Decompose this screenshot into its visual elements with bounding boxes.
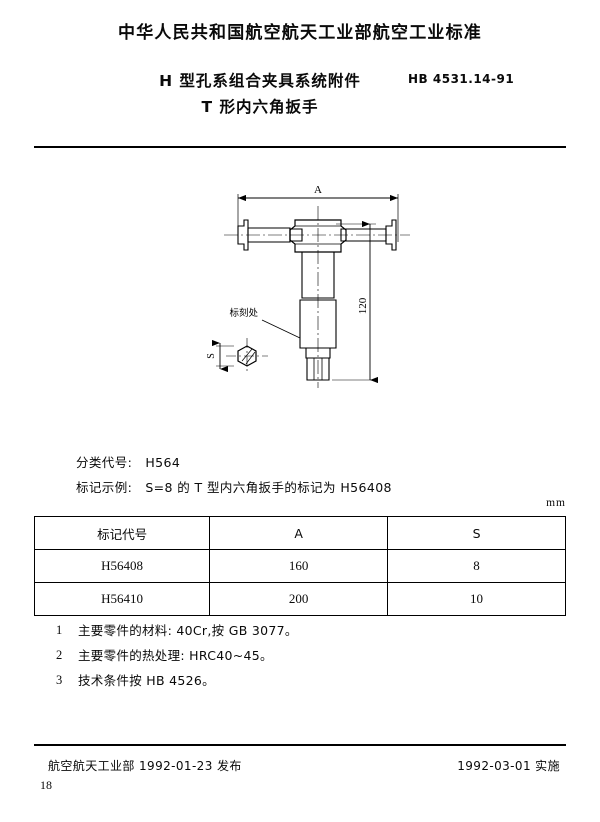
- table-row: H56410 200 10: [33, 582, 566, 616]
- note-number: 1: [56, 623, 63, 637]
- notes-list: 1 主要零件的材料: 40Cr,按 GB 3077。 2 主要零件的热处理: H…: [56, 618, 496, 693]
- svg-text:A: A: [314, 184, 322, 196]
- technical-drawing: A: [190, 180, 440, 410]
- note-text: 主要零件的热处理: HRC40~45。: [78, 648, 273, 663]
- standard-number: HB 4531.14-91: [408, 72, 515, 86]
- svg-text:标刻处: 标刻处: [229, 307, 258, 319]
- svg-text:120: 120: [357, 297, 369, 314]
- note-item: 1 主要零件的材料: 40Cr,按 GB 3077。: [56, 618, 496, 643]
- cell-mark-code: H56410: [33, 582, 211, 616]
- note-text: 主要零件的材料: 40Cr,按 GB 3077。: [78, 623, 298, 638]
- table-header-a: A: [209, 516, 389, 550]
- cell-s: 10: [387, 582, 566, 616]
- footer-issuer: 航空航天工业部 1992-01-23 发布: [48, 759, 242, 773]
- note-number: 3: [56, 673, 63, 687]
- page-number: 18: [40, 778, 52, 792]
- classification-code-label: 分类代号:: [76, 455, 133, 470]
- footer-divider: [34, 744, 566, 746]
- cell-a: 160: [209, 549, 389, 583]
- svg-text:S: S: [206, 353, 217, 359]
- table-unit-label: mm: [546, 497, 566, 509]
- note-number: 2: [56, 648, 63, 662]
- standard-title-line1: H 型孔系组合夹具系统附件: [159, 72, 361, 90]
- cell-mark-code: H56408: [33, 549, 211, 583]
- table-row: H56408 160 8: [33, 549, 566, 583]
- footer-effective-date: 1992-03-01 实施: [457, 759, 560, 773]
- marking-example-label: 标记示例:: [76, 480, 133, 495]
- marking-example-value: S=8 的 T 型内六角扳手的标记为 H56408: [145, 480, 392, 495]
- dimension-table: 标记代号 A S H56408 160 8 H56410 200 10: [33, 516, 566, 616]
- cell-s: 8: [387, 549, 566, 583]
- cell-a: 200: [209, 582, 389, 616]
- note-text: 技术条件按 HB 4526。: [78, 673, 215, 688]
- classification-code-value: H564: [145, 455, 181, 470]
- table-header-s: S: [387, 516, 566, 550]
- marking-example-line: 标记示例: S=8 的 T 型内六角扳手的标记为 H56408: [76, 477, 392, 496]
- standard-title-line2: T 形内六角扳手: [201, 98, 319, 116]
- note-item: 2 主要零件的热处理: HRC40~45。: [56, 643, 496, 668]
- table-header-row: 标记代号 A S: [33, 516, 566, 550]
- classification-code-line: 分类代号: H564: [76, 452, 180, 471]
- ministry-title: 中华人民共和国航空航天工业部航空工业标准: [118, 23, 482, 43]
- table-header-mark-code: 标记代号: [33, 516, 211, 550]
- note-item: 3 技术条件按 HB 4526。: [56, 668, 496, 693]
- standard-title: H 型孔系组合夹具系统附件 T 形内六角扳手: [95, 68, 425, 120]
- header-divider: [34, 146, 566, 148]
